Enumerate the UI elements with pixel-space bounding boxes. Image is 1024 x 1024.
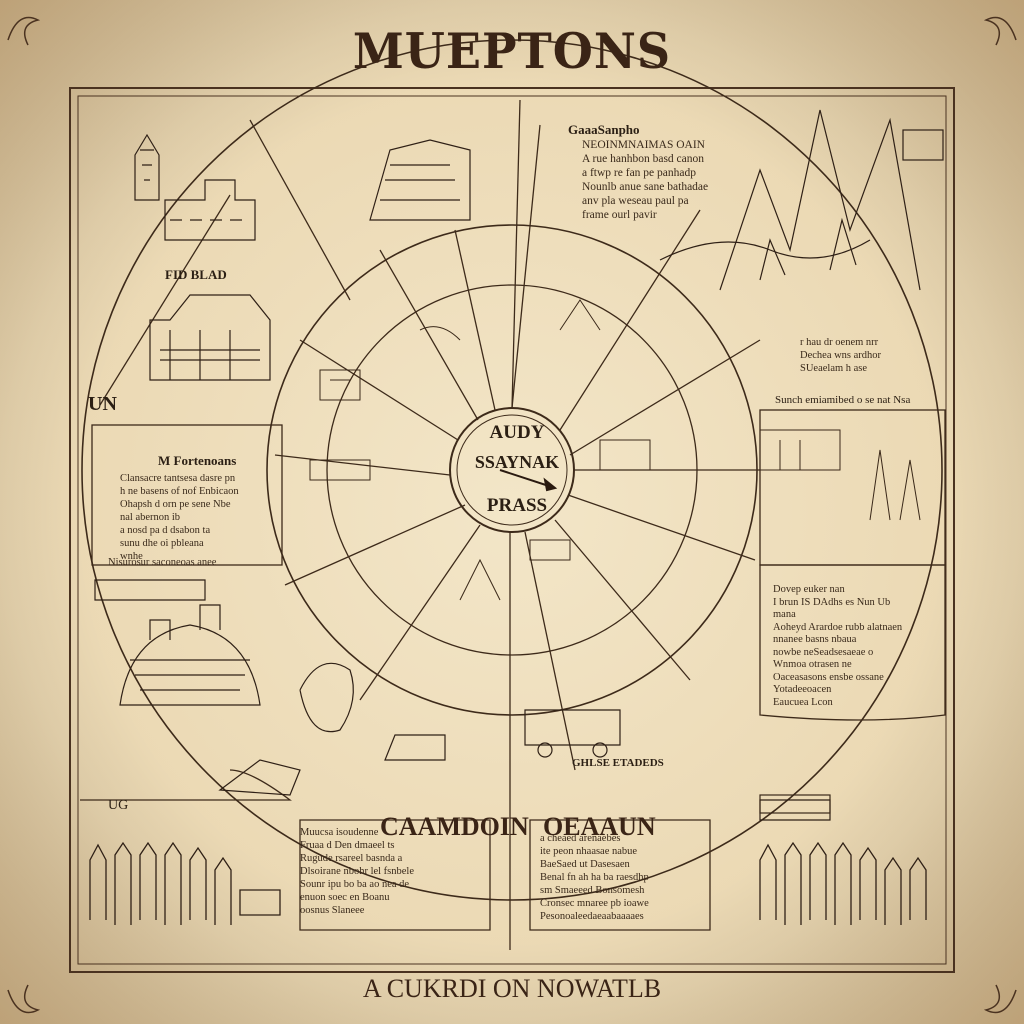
sketch-city-left	[94, 579, 301, 796]
side-panels	[80, 409, 946, 931]
sketch-mountains-topright	[659, 109, 944, 291]
map-title: MUEPTONS	[352, 22, 672, 80]
caption-boxes	[759, 794, 831, 814]
compass-spokes	[99, 99, 761, 950]
section-title-bottom-right: OEAAUN	[543, 812, 656, 841]
sketch-figures-bottomright	[759, 841, 927, 925]
paragraph-right-lower: Dovep euker nan I brun IS DAdhs es Nun U…	[773, 584, 903, 708]
outer-frame	[69, 87, 955, 973]
sketch-figures-bottomleft	[89, 841, 281, 925]
frame-label-bottomleft: UG	[108, 798, 129, 813]
sketch-buildings-topleft	[134, 133, 471, 381]
sketch-vehicles-center	[299, 662, 831, 821]
paragraph-right-panel: r hau dr oenem nrr Dechea wns ardhor SUe…	[800, 337, 882, 374]
paragraph-top-center: NEOINMNAIMAS OAIN A rue hanhbon basd can…	[582, 139, 709, 221]
map-footer-caption: A CUKRDI ON NOWATLB	[362, 974, 662, 1003]
hub-pointer	[499, 469, 558, 492]
paragraph-left-strip: Nisurosur saconeoas anee	[108, 557, 217, 568]
paragraph-bottom-right: a cheaed arenaebes ite peon nhaasae nabu…	[540, 833, 649, 922]
paragraph-left-panel: Clansacre tantsesa dasre pn h ne basens …	[120, 473, 239, 562]
corner-flourishes	[7, 16, 1017, 1014]
hub-label-top: AUDY	[489, 422, 545, 443]
hub-label-bottom: PRASS	[486, 495, 548, 516]
frame-label-left: UN	[88, 393, 117, 415]
caption-top-left: FID BLAD	[165, 267, 227, 282]
caption-left-panel: M Fortenoans	[158, 453, 237, 468]
sketch-inner-ring	[309, 299, 921, 601]
caption-bottom-center: GHLSE ETADEDS	[572, 757, 664, 769]
section-title-bottom-left: CAAMDOIN	[380, 812, 529, 841]
hub-label-middle: SSAYNAK	[474, 452, 560, 472]
caption-right-banner: Sunch emiamibed o se nat Nsa	[775, 394, 911, 406]
caption-top-center: GaaaSanpho	[568, 122, 640, 137]
paragraph-bottom-left: Muucsa isoudenne Fruaa d Den dmaeel ts R…	[300, 827, 415, 916]
